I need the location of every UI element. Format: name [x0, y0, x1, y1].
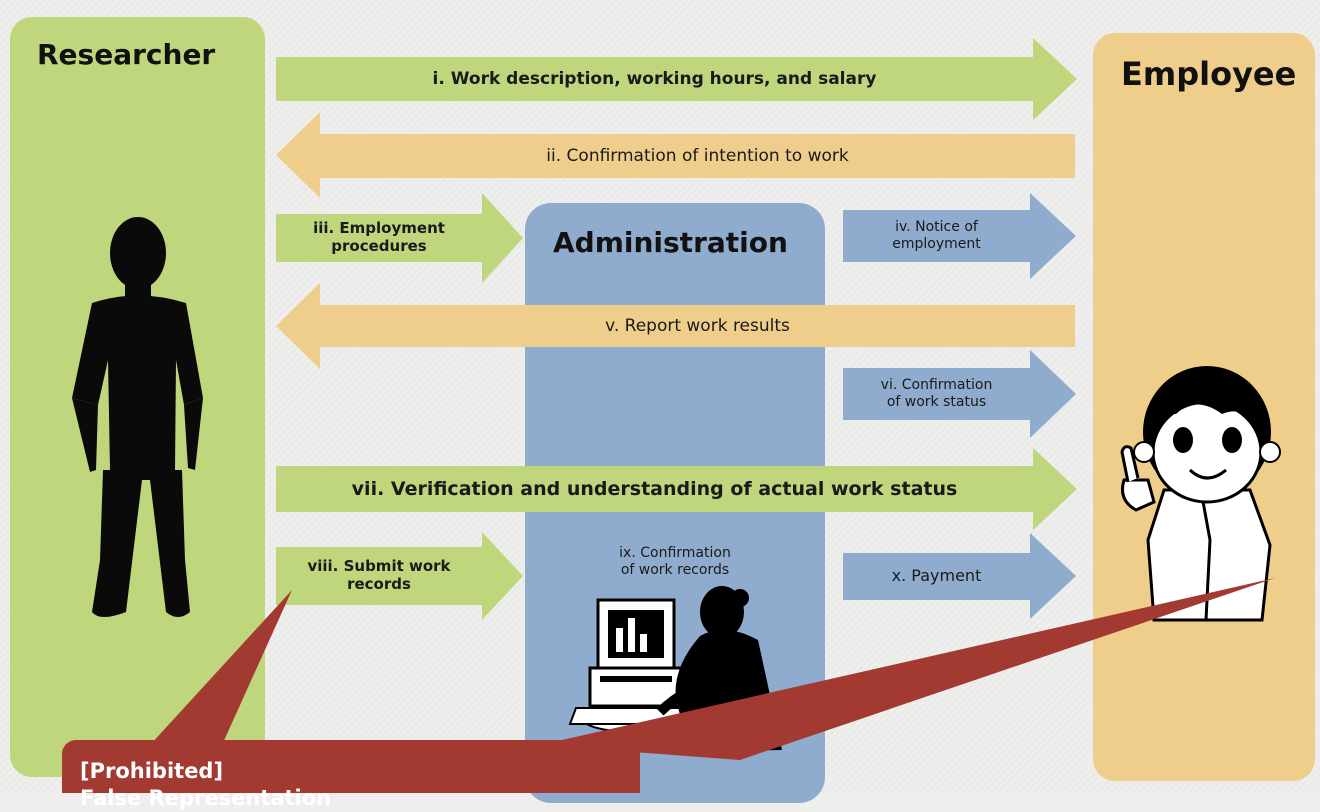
label-v: v. Report work results	[605, 315, 790, 336]
arrow-v	[276, 283, 1075, 369]
researcher-silhouette	[72, 217, 203, 617]
label-iii: iii. Employment procedures	[276, 214, 482, 262]
label-x: x. Payment	[891, 566, 982, 586]
employee-title: Employee	[1121, 55, 1297, 93]
arrow-vii	[276, 448, 1077, 530]
label-vi-line1: vi. Confirmation	[880, 377, 993, 394]
arrow-iii	[276, 193, 523, 283]
flow-diagram	[62, 38, 1281, 793]
label-iv-line2: employment	[892, 236, 981, 252]
callout-body: False Representation	[80, 786, 332, 810]
arrow-ii	[276, 112, 1075, 198]
label-i: i. Work description, working hours, and …	[432, 68, 877, 89]
arrow-viii	[276, 532, 523, 620]
label-ix: ix. Confirmation of work records	[560, 539, 790, 585]
arrow-i	[276, 38, 1077, 120]
label-ii: ii. Confirmation of intention to work	[546, 145, 849, 166]
label-iii-line1: iii. Employment	[313, 219, 445, 238]
label-vi: vi. Confirmation of work status	[843, 368, 1030, 420]
arrow-x	[843, 533, 1076, 619]
label-vi-line2: of work status	[886, 394, 987, 410]
arrow-vi	[843, 350, 1076, 438]
callout-heading: [Prohibited]	[80, 759, 224, 783]
label-ix-line2: of work records	[620, 562, 730, 578]
administration-title: Administration	[553, 226, 788, 259]
label-viii-line2: records	[347, 575, 411, 593]
label-iv: iv. Notice of employment	[843, 210, 1030, 262]
label-viii: viii. Submit work records	[276, 547, 482, 605]
callout-text: [Prohibited] False Representation	[80, 758, 331, 812]
employee-illustration	[1120, 366, 1281, 622]
label-vii: vii. Verification and understanding of a…	[351, 477, 958, 500]
researcher-title: Researcher	[37, 38, 216, 71]
prohibited-callout	[62, 578, 1275, 793]
arrow-iv	[843, 193, 1076, 279]
label-viii-line1: viii. Submit work	[307, 557, 451, 576]
label-iv-line1: iv. Notice of	[895, 219, 978, 236]
label-ix-line1: ix. Confirmation	[619, 545, 731, 562]
label-iii-line2: procedures	[331, 237, 427, 255]
